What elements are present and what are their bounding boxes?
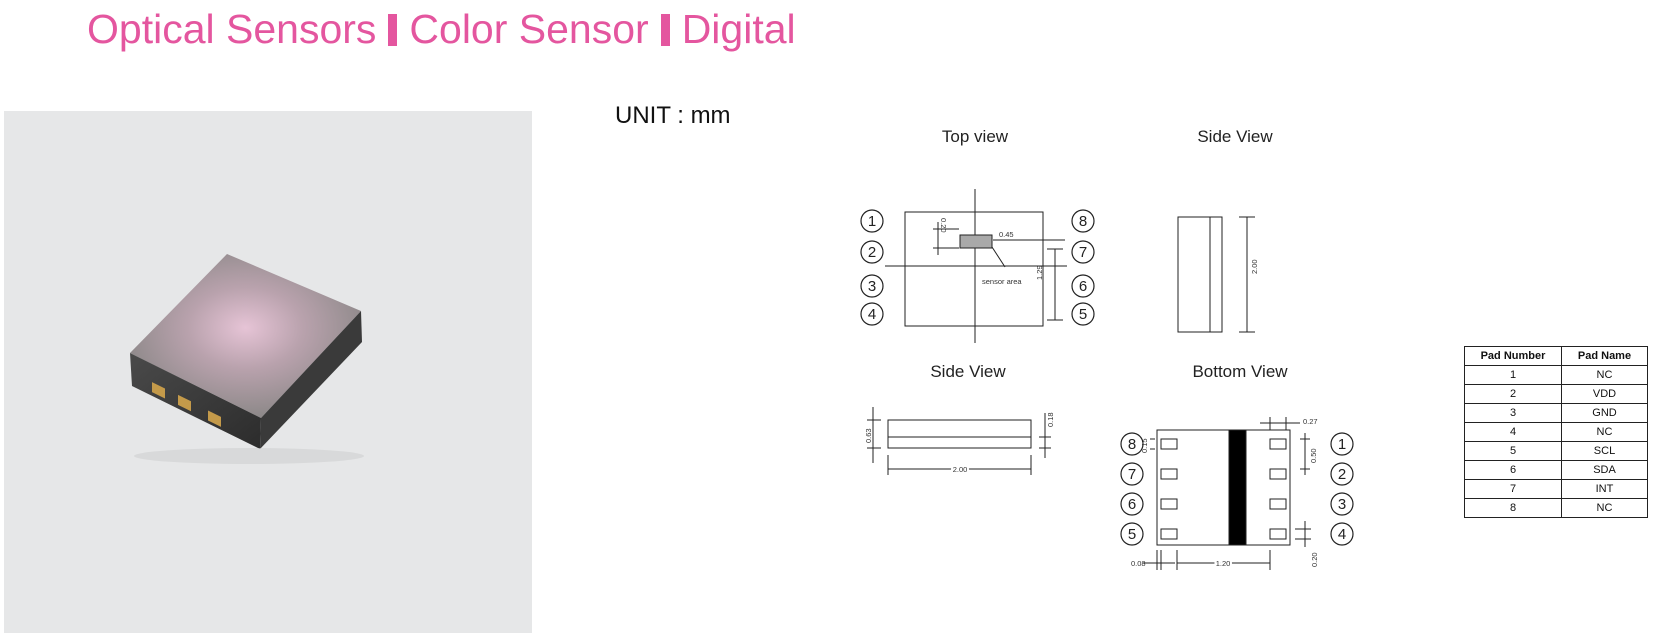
gold-pad — [208, 410, 221, 427]
bottom-view-outline — [1156, 429, 1291, 546]
dim-120: 1.20 — [1216, 559, 1231, 568]
pad-name: INT — [1561, 479, 1648, 499]
label-side-view-right: Side View — [1197, 127, 1273, 146]
dim-200-horizontal: 2.00 — [953, 465, 968, 474]
package-front-face — [130, 353, 261, 449]
top-view-outline — [904, 211, 1044, 327]
sensor-area-rect — [959, 234, 993, 249]
pad-number: 6 — [1464, 460, 1562, 480]
page-title: Optical Sensors Color Sensor Digital — [87, 2, 796, 56]
pad-number: 7 — [1464, 479, 1562, 499]
bottom-pad-2 — [1269, 468, 1287, 480]
product-photo — [4, 111, 532, 633]
title-part-color-sensor: Color Sensor — [409, 6, 649, 52]
pin-6: 6 — [1079, 278, 1087, 295]
title-separator — [660, 14, 670, 46]
dim-129: 1.29 — [1035, 265, 1044, 280]
pad-name: NC — [1561, 498, 1648, 518]
pad-number: 4 — [1464, 422, 1562, 442]
label-bottom-view: Bottom View — [1192, 362, 1288, 381]
dim-020-bottom: 0.20 — [1310, 552, 1319, 567]
bottom-pad-7 — [1160, 468, 1178, 480]
side-view-right-outline — [1177, 216, 1223, 333]
pin-1: 1 — [868, 213, 876, 230]
dim-008: 0.08 — [1131, 559, 1146, 568]
bottom-pad-8 — [1160, 438, 1178, 450]
pin-3: 3 — [868, 278, 876, 295]
pin-4: 4 — [868, 306, 876, 323]
pin-1: 1 — [1338, 436, 1346, 453]
bottom-view-thermal-pad — [1228, 429, 1247, 546]
pin-8: 8 — [1128, 436, 1136, 453]
package-top-face — [130, 254, 361, 418]
sensor-package-image — [130, 254, 364, 464]
title-part-digital: Digital — [681, 6, 796, 52]
pin-7: 7 — [1079, 244, 1087, 261]
bottom-pad-1 — [1269, 438, 1287, 450]
unit-label: UNIT : mm — [615, 102, 731, 129]
dim-045: 0.45 — [999, 230, 1014, 239]
pin-6: 6 — [1128, 496, 1136, 513]
dim-027: 0.27 — [1303, 417, 1318, 426]
bottom-view-pin-labels: 8 7 6 5 1 2 3 4 — [1120, 432, 1354, 546]
pad-table-header-row: Pad Number Pad Name — [1464, 346, 1648, 366]
dimension-drawing: Top view Side View Side View Bottom View… — [860, 127, 1354, 570]
title-part-optical-sensors: Optical Sensors — [87, 6, 377, 52]
pin-5: 5 — [1128, 526, 1136, 543]
pin-4: 4 — [1338, 526, 1346, 543]
pad-number: 5 — [1464, 441, 1562, 461]
pad-name: NC — [1561, 422, 1648, 442]
pad-name: VDD — [1561, 384, 1648, 404]
pin-7: 7 — [1128, 466, 1136, 483]
pad-number: 1 — [1464, 365, 1562, 385]
pad-name: NC — [1561, 365, 1648, 385]
pad-number: 3 — [1464, 403, 1562, 423]
pad-number: 8 — [1464, 498, 1562, 518]
pin-5: 5 — [1079, 306, 1087, 323]
pad-table-header-name: Pad Name — [1561, 346, 1648, 366]
pad-table-header-number: Pad Number — [1464, 346, 1562, 366]
package-side-face — [260, 311, 362, 449]
pad-name: SCL — [1561, 441, 1648, 461]
gold-pad — [152, 382, 165, 399]
dim-063: 0.63 — [864, 428, 873, 443]
dim-200-vertical: 2.00 — [1250, 259, 1259, 274]
top-view-pin-labels: 1 2 3 4 8 7 6 5 — [860, 209, 1095, 326]
bottom-pad-3 — [1269, 498, 1287, 510]
package-shadow — [134, 448, 364, 464]
pin-2: 2 — [868, 244, 876, 261]
pin-8: 8 — [1079, 213, 1087, 230]
bottom-pad-4 — [1269, 528, 1287, 540]
pad-number: 2 — [1464, 384, 1562, 404]
pad-name: GND — [1561, 403, 1648, 423]
gold-pad — [178, 394, 191, 412]
pin-3: 3 — [1338, 496, 1346, 513]
dim-018: 0.18 — [1046, 412, 1055, 427]
dim-020: 0.20 — [939, 218, 948, 233]
label-sensor-area: sensor area — [982, 277, 1022, 286]
title-separator — [388, 14, 398, 46]
label-top-view: Top view — [942, 127, 1009, 146]
bottom-pad-6 — [1160, 498, 1178, 510]
pad-name: SDA — [1561, 460, 1648, 480]
dim-050: 0.50 — [1309, 448, 1318, 463]
label-side-view-bottom: Side View — [930, 362, 1006, 381]
pin-2: 2 — [1338, 466, 1346, 483]
bottom-pad-5 — [1160, 528, 1178, 540]
side-view-bottom-outline — [887, 419, 1032, 449]
dim-015: 0.15 — [1140, 438, 1149, 453]
